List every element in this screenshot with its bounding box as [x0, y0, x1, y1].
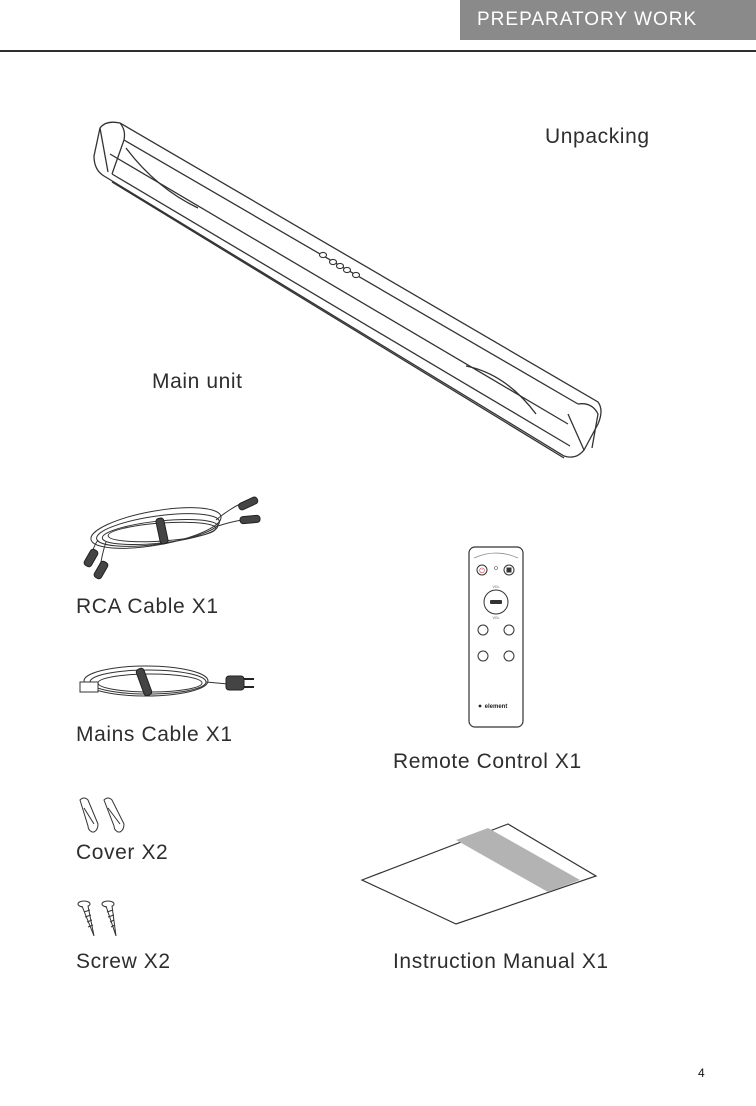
- unpacking-heading: Unpacking: [545, 125, 650, 148]
- power-button: [476, 564, 488, 576]
- svg-text:⏻: ⏻: [479, 567, 485, 575]
- rca-cable-label: RCA Cable X1: [76, 595, 219, 618]
- instruction-manual-illustration: [360, 823, 598, 925]
- soundbar-button: [342, 266, 352, 274]
- soundbar-button: [318, 251, 328, 259]
- main-unit-label: Main unit: [152, 370, 243, 393]
- soundbar-button: [335, 262, 345, 270]
- screw-illustration: [77, 900, 117, 937]
- mains-cable-label: Mains Cable X1: [76, 723, 233, 746]
- cover-label: Cover X2: [76, 841, 169, 864]
- header-rule: [0, 50, 756, 52]
- mains-cable-illustration: [79, 665, 254, 697]
- svg-text:VOL: VOL: [492, 585, 499, 589]
- screw-label: Screw X2: [76, 950, 171, 973]
- soundbar-button: [351, 271, 361, 279]
- rca-cable-illustration: [83, 496, 261, 580]
- remote-brand-logo: element: [485, 704, 508, 710]
- manual-cover-stripe: [456, 828, 580, 892]
- remote-control-label: Remote Control X1: [393, 750, 582, 773]
- section-title: PREPARATORY WORK: [477, 9, 698, 30]
- soundbar-button: [328, 258, 338, 266]
- soundbar-illustration: [93, 121, 602, 459]
- svg-text:VOL: VOL: [492, 616, 499, 620]
- cover-illustration: [79, 797, 125, 833]
- instruction-manual-label: Instruction Manual X1: [393, 950, 609, 973]
- section-title-tab: PREPARATORY WORK: [460, 0, 756, 40]
- remote-control-illustration: ⏻ VOL VOL element: [468, 546, 524, 728]
- page-number: 4: [698, 1066, 705, 1080]
